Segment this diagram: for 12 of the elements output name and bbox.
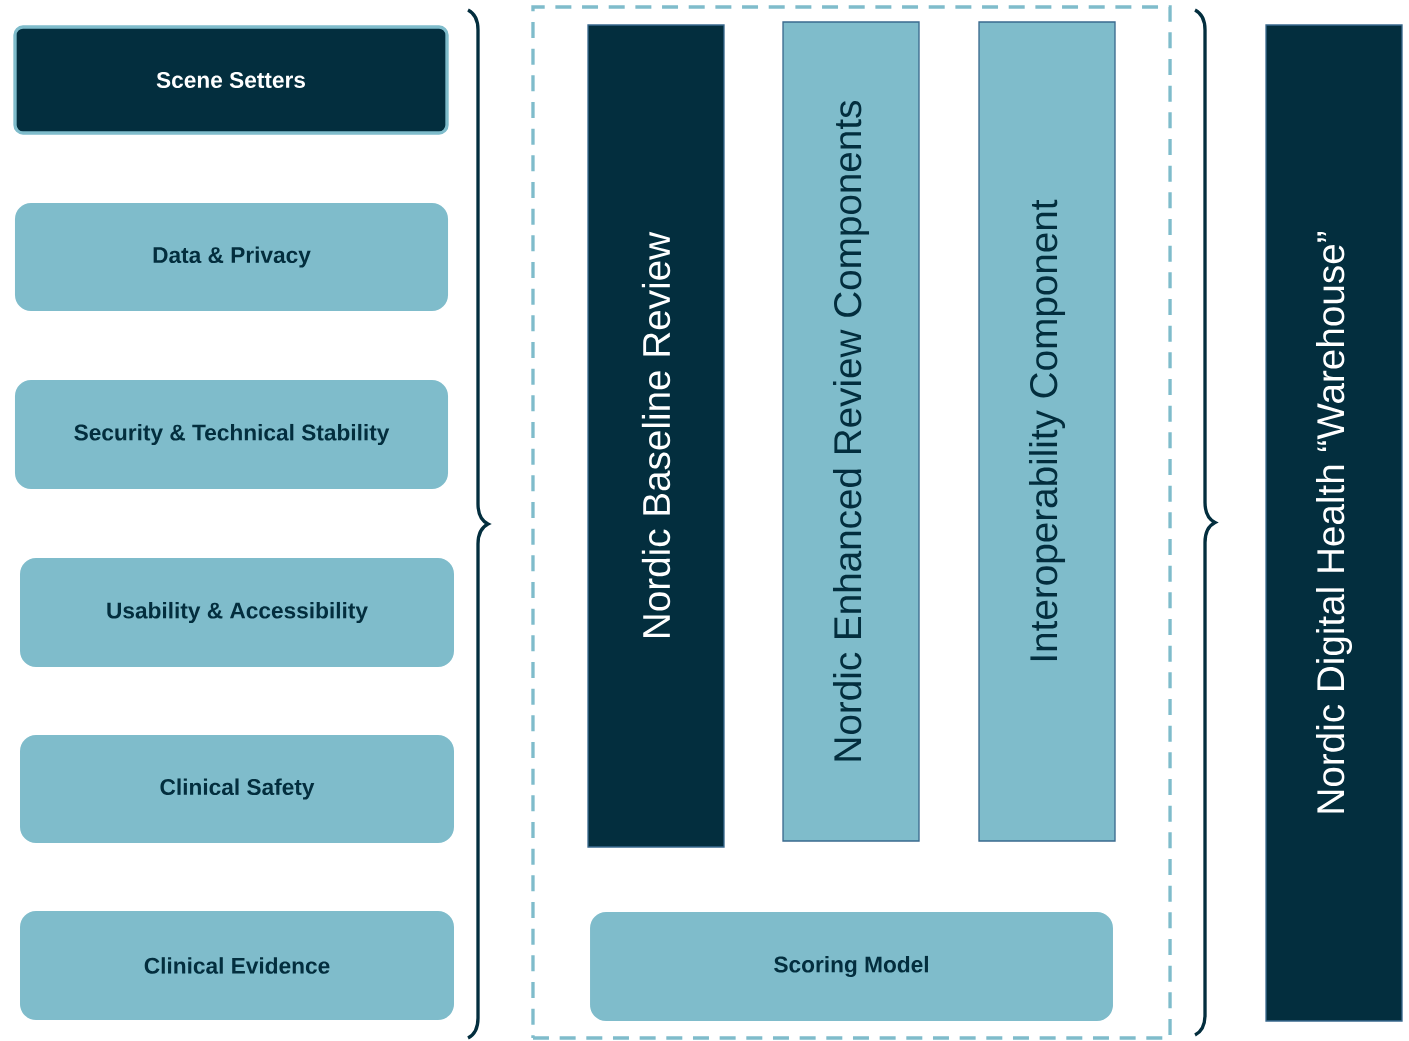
label-box: Scoring Model bbox=[590, 911, 1113, 1022]
label-box: Security & Technical Stability bbox=[15, 379, 449, 490]
vertical-bar: Interoperability Component bbox=[978, 21, 1116, 842]
dashed-frame bbox=[531, 5, 1172, 1040]
label-box: Usability & Accessibility bbox=[20, 557, 454, 668]
vertical-bar: Nordic Baseline Review bbox=[587, 24, 725, 848]
vertical-bar: Nordic Digital Health “Warehouse” bbox=[1265, 24, 1403, 1022]
label-box: Clinical Evidence bbox=[20, 910, 454, 1021]
label-box: Data & Privacy bbox=[15, 203, 449, 311]
label-box: Clinical Safety bbox=[20, 735, 454, 843]
vertical-bar: Nordic Enhanced Review Components bbox=[782, 21, 920, 842]
label-box: Scene Setters bbox=[13, 25, 449, 135]
